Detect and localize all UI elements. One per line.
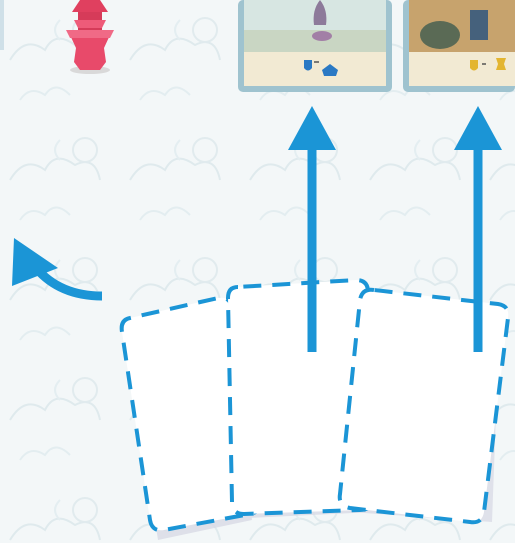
character-card-left[interactable] — [238, 0, 392, 92]
shield-icon — [304, 60, 312, 71]
card-slot-3[interactable] — [340, 290, 509, 523]
shield-icon — [470, 60, 478, 71]
character-card-right[interactable] — [403, 0, 515, 92]
edge-card-sliver — [0, 0, 4, 50]
